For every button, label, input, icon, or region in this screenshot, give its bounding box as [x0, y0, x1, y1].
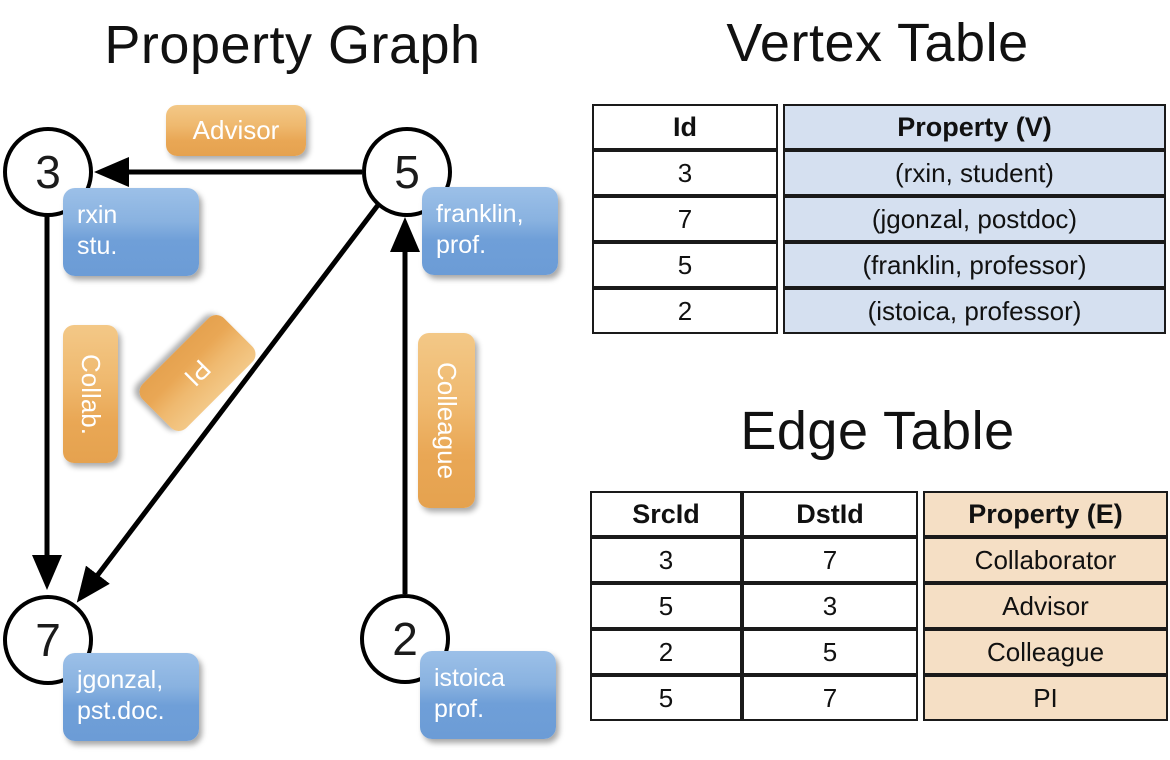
vertex-row-3-property: (istoica, professor) [783, 288, 1166, 334]
vertex-table: Id Property (V) 3 (rxin, student) 7 (jgo… [592, 104, 1166, 334]
edge-label-advisor: Advisor [166, 105, 306, 156]
edge-row-0-src: 3 [590, 537, 742, 583]
edge-label-advisor-text: Advisor [192, 115, 280, 145]
edge-row-0-property: Collaborator [923, 537, 1168, 583]
table-row: 5 3 Advisor [590, 583, 1168, 629]
edge-label-colleague-text: Colleague [432, 361, 462, 480]
graph-node-7-property-box: jgonzal, pst.doc. [63, 653, 199, 741]
vertex-row-1-property: (jgonzal, postdoc) [783, 196, 1166, 242]
graph-node-5-property-box: franklin, prof. [422, 187, 558, 275]
page-title-property-graph: Property Graph [104, 15, 481, 75]
edge-row-3-property: PI [923, 675, 1168, 721]
edge-row-2-src: 2 [590, 629, 742, 675]
table-row: 7 (jgonzal, postdoc) [592, 196, 1166, 242]
vertex-row-2-property: (franklin, professor) [783, 242, 1166, 288]
table-header-row: Id Property (V) [592, 104, 1166, 150]
edge-row-1-dst: 3 [742, 583, 918, 629]
graph-node-7-property-line1: jgonzal, [77, 666, 164, 694]
graph-node-5-id: 5 [394, 146, 420, 198]
table-row: 2 (istoica, professor) [592, 288, 1166, 334]
table-row: 5 (franklin, professor) [592, 242, 1166, 288]
graph-node-7-id: 7 [35, 614, 61, 666]
edge-label-collab-text: Collab. [76, 353, 106, 435]
table-row: 3 (rxin, student) [592, 150, 1166, 196]
edge-row-3-dst: 7 [742, 675, 918, 721]
vertex-row-0-property: (rxin, student) [783, 150, 1166, 196]
edge-row-2-property: Colleague [923, 629, 1168, 675]
page-title-vertex-table: Vertex Table [726, 13, 1029, 73]
vertex-table-header-property: Property (V) [783, 104, 1166, 150]
edge-label-colleague: Colleague [418, 333, 475, 508]
edge-table-header-property: Property (E) [923, 491, 1168, 537]
edge-row-1-src: 5 [590, 583, 742, 629]
edge-row-0-dst: 7 [742, 537, 918, 583]
graph-node-2-id: 2 [392, 613, 418, 665]
graph-node-2-property-box: istoica prof. [420, 651, 556, 739]
edge-table-header-srcid: SrcId [590, 491, 742, 537]
table-header-row: SrcId DstId Property (E) [590, 491, 1168, 537]
vertex-row-3-id: 2 [592, 288, 778, 334]
edge-label-collab: Collab. [63, 325, 118, 463]
edge-table-header-dstid: DstId [742, 491, 918, 537]
vertex-row-1-id: 7 [592, 196, 778, 242]
graph-node-2[interactable] [360, 594, 450, 684]
graph-node-5-property-line2: prof. [436, 231, 487, 259]
graph-node-7-property-line2: pst.doc. [77, 697, 165, 725]
graph-node-3-property-line2: stu. [77, 232, 118, 260]
edge-arrow-pi [76, 203, 380, 603]
vertex-row-2-id: 5 [592, 242, 778, 288]
graph-node-2-property-line1: istoica [434, 664, 505, 692]
vertex-table-header-id: Id [592, 104, 778, 150]
edge-row-2-dst: 5 [742, 629, 918, 675]
graph-node-3-id: 3 [35, 146, 61, 198]
edge-table: SrcId DstId Property (E) 3 7 Collaborato… [590, 491, 1168, 721]
graph-node-2-property-line2: prof. [434, 695, 485, 723]
graph-node-5[interactable] [362, 127, 452, 217]
vertex-row-0-id: 3 [592, 150, 778, 196]
page-title-edge-table: Edge Table [740, 401, 1015, 461]
property-graph-diagram: Advisor Collab. PI Colleague 3 rxin stu.… [3, 105, 558, 741]
table-row: 3 7 Collaborator [590, 537, 1168, 583]
table-row: 5 7 PI [590, 675, 1168, 721]
graph-node-5-property-line1: franklin, [436, 200, 524, 228]
edge-row-3-src: 5 [590, 675, 742, 721]
graph-node-3-property-box: rxin stu. [63, 188, 199, 276]
graph-node-3-property-line1: rxin [77, 201, 118, 229]
graph-edges-svg [32, 157, 420, 603]
edge-label-pi-text: PI [178, 354, 218, 393]
edge-row-1-property: Advisor [923, 583, 1168, 629]
table-row: 2 5 Colleague [590, 629, 1168, 675]
